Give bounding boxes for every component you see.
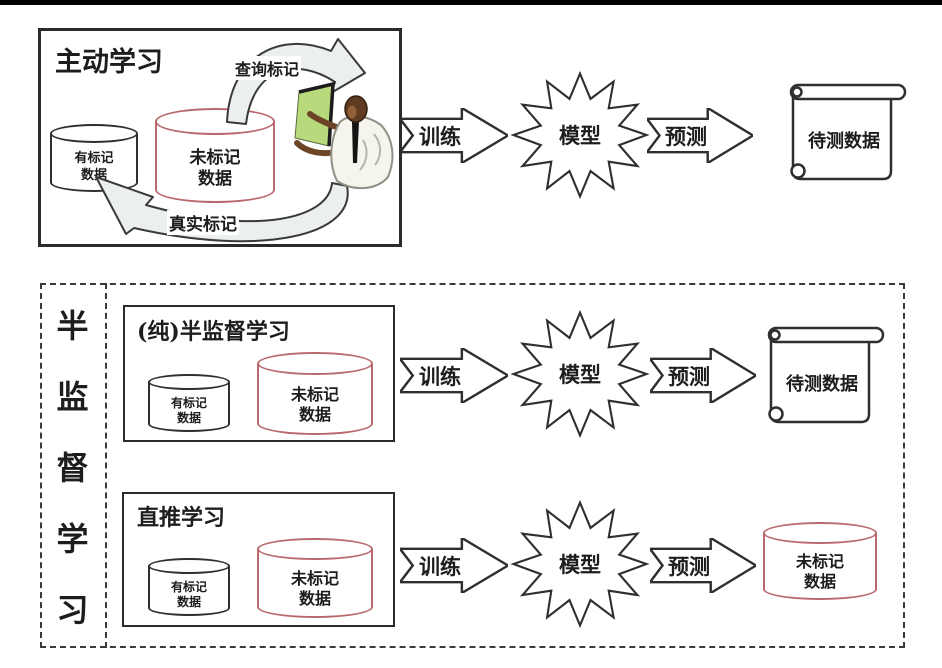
starburst-icon [510, 309, 650, 439]
unlabeled-data-cylinder: 未标记 数据 [257, 538, 373, 618]
cylinder-label-line: 未标记 [290, 385, 339, 405]
semi-supervised-region [40, 283, 905, 648]
cylinder-label: 未标记 数据 [155, 137, 275, 202]
cylinder-body [148, 566, 230, 616]
side-char: 督 [56, 448, 89, 487]
cylinder-label: 未标记 数据 [763, 545, 877, 598]
train-arrow-label: 训练 [419, 553, 461, 579]
model-label: 模型 [559, 362, 601, 387]
block-arrow-icon [400, 348, 508, 403]
predict-arrow-label: 预测 [665, 123, 707, 149]
model-starburst-row3: 模型 [510, 499, 650, 629]
test-data-scroll-row1: 待测数据 [783, 83, 909, 185]
block-arrow-icon [647, 108, 753, 163]
cylinder-label-line: 未标记 [290, 569, 339, 589]
predict-arrow-row2: 预测 [650, 348, 756, 403]
cylinder-label-line: 数据 [80, 167, 107, 183]
cylinder-top [257, 352, 373, 376]
pure-semi-supervised-title: (纯)半监督学习 [137, 319, 290, 345]
train-arrow-label: 训练 [419, 363, 461, 389]
model-label: 模型 [559, 552, 601, 577]
cylinder-label-line: 未标记 [189, 147, 241, 168]
predict-arrow-label: 预测 [668, 363, 710, 389]
scroll-icon [789, 83, 907, 181]
labeled-data-cylinder: 有标记 数据 [148, 374, 230, 432]
cylinder-label-line: 有标记 [170, 396, 207, 411]
block-arrow-icon [650, 348, 756, 403]
train-arrow-row3: 训练 [400, 538, 508, 593]
cylinder-body [148, 382, 230, 432]
side-char: 监 [56, 377, 89, 416]
train-arrow-row1: 训练 [400, 108, 508, 163]
truth-arrow-label: 真实标记 [167, 210, 239, 235]
model-starburst-row1: 模型 [510, 70, 650, 200]
test-data-scroll-row2: 待测数据 [761, 326, 887, 428]
cylinder-label-line: 数据 [176, 411, 201, 426]
model-starburst-row2: 模型 [510, 309, 650, 439]
unlabeled-data-cylinder: 未标记 数据 [257, 352, 373, 435]
cylinder-top [50, 124, 138, 144]
query-arrow-label: 查询标记 [233, 56, 302, 80]
test-data-label: 待测数据 [786, 374, 858, 395]
predict-arrow-label: 预测 [668, 553, 710, 579]
starburst-icon [510, 499, 650, 629]
cylinder-label: 未标记 数据 [257, 377, 373, 433]
cylinder-label: 有标记 数据 [148, 391, 230, 430]
train-arrow-row2: 训练 [400, 348, 508, 403]
cylinder-label-line: 数据 [803, 571, 836, 591]
cylinder-body [257, 363, 373, 435]
model-label: 模型 [559, 123, 601, 148]
cylinder-body [763, 532, 877, 600]
cylinder-label-line: 数据 [176, 595, 201, 610]
predict-arrow-row3: 预测 [650, 538, 756, 593]
output-unlabeled-data-cylinder: 未标记 数据 [763, 522, 877, 600]
block-arrow-icon [650, 538, 756, 593]
active-learning-title: 主动学习 [55, 47, 163, 78]
cylinder-label-line: 数据 [298, 405, 331, 425]
cylinder-label: 未标记 数据 [257, 562, 373, 616]
cylinder-top [148, 374, 230, 391]
cylinder-label-line: 未标记 [795, 551, 844, 571]
block-arrow-icon [400, 108, 508, 163]
labeled-data-cylinder: 有标记 数据 [50, 124, 138, 192]
cylinder-label: 有标记 数据 [148, 575, 230, 614]
cylinder-top [155, 108, 275, 135]
side-char: 半 [56, 306, 89, 345]
cylinder-label: 有标记 数据 [50, 144, 138, 190]
side-char: 习 [56, 590, 89, 629]
cylinder-top [257, 538, 373, 561]
scroll-icon [767, 326, 885, 424]
labeled-data-cylinder: 有标记 数据 [148, 558, 230, 616]
starburst-icon [510, 70, 650, 200]
train-arrow-label: 训练 [419, 123, 461, 149]
semi-supervised-side-label: 半 监 督 学 习 [40, 283, 105, 648]
cylinder-label-line: 有标记 [74, 151, 114, 167]
block-arrow-icon [400, 538, 508, 593]
cylinder-body [257, 549, 373, 618]
cylinder-label-line: 数据 [298, 589, 331, 609]
transductive-learning-title: 直推学习 [137, 505, 226, 531]
unlabeled-data-cylinder: 未标记 数据 [155, 108, 275, 203]
cylinder-label-line: 有标记 [170, 580, 207, 595]
side-label-divider [105, 283, 107, 648]
cylinder-top [148, 558, 230, 575]
predict-arrow-row1: 预测 [647, 108, 753, 163]
test-data-label: 待测数据 [808, 131, 880, 152]
cylinder-label-line: 数据 [198, 168, 232, 189]
cylinder-top [763, 522, 877, 544]
top-border-bar [0, 0, 942, 5]
side-char: 学 [56, 519, 89, 558]
